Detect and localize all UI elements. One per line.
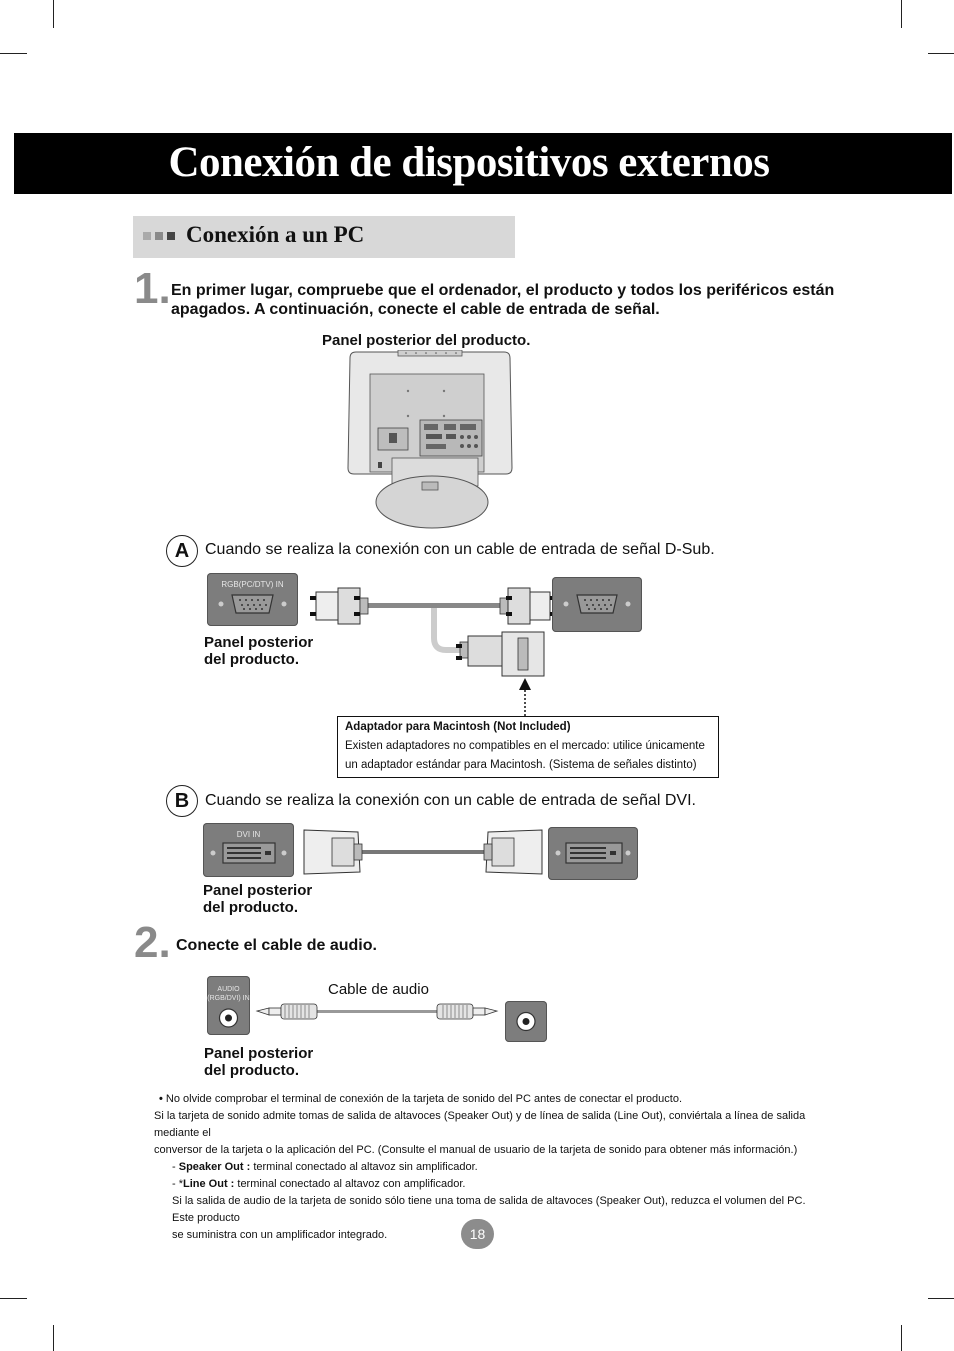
footnote-prefix: - (172, 1161, 179, 1173)
dvi-port-icon (555, 842, 631, 864)
audio-cable-label: Cable de audio (328, 981, 429, 998)
panel-caption-line: Panel posterior (204, 1045, 314, 1062)
panel-caption-line: del producto. (204, 651, 299, 668)
square-bullet-icon (143, 232, 151, 240)
crop-mark (53, 1325, 54, 1351)
mac-adapter-title: Adaptador para Macintosh (Not Included) (345, 721, 571, 733)
dvi-cable-illustration (303, 829, 543, 875)
section-title: Conexión a un PC (186, 222, 365, 247)
crop-mark (0, 1298, 27, 1299)
panel-caption-line: Panel posterior (204, 634, 314, 651)
footnote-prefix: - * (172, 1178, 183, 1190)
mac-adapter-line: un adaptador estándar para Macintosh. (S… (345, 759, 697, 771)
dsub-port-icon (563, 594, 631, 614)
dsub-port-icon (218, 594, 287, 614)
pc-dvi-port-panel (548, 827, 638, 880)
title-bar (14, 133, 952, 194)
footnote-bullet-text: No olvide comprobar el terminal de conex… (165, 1093, 683, 1105)
crop-mark (0, 53, 27, 54)
footnote-term: Line Out : (183, 1178, 235, 1190)
audio-port-label-line: (RGB/DVI) IN (207, 995, 250, 1002)
monitor-rear-illustration (347, 350, 513, 529)
footnote-line: conversor de la tarjeta o la aplicación … (154, 1144, 798, 1156)
crop-mark (901, 0, 902, 28)
step-number: 2. (134, 918, 171, 967)
audio-port-label-line: AUDIO (217, 986, 240, 993)
panel-caption: Panel posterior del producto. (204, 1045, 313, 1079)
panel-caption: Panel posterior del producto. (203, 882, 312, 916)
square-bullet-icon (167, 232, 175, 240)
section-header-bar (133, 216, 515, 258)
panel-caption-line: del producto. (203, 899, 298, 916)
dvi-port-icon (210, 842, 287, 864)
footnote-line-out: - *Line Out : terminal conectado al alta… (172, 1176, 814, 1193)
step-text: Conecte el cable de audio. (176, 937, 377, 954)
footnote-bullet: • No olvide comprobar el terminal de con… (159, 1091, 814, 1108)
option-a-badge: A (166, 535, 198, 567)
panel-caption: Panel posterior del producto. (204, 634, 313, 668)
audio-port-panel: AUDIO (RGB/DVI) IN (207, 976, 250, 1035)
crop-mark (928, 53, 954, 54)
audio-jack-icon (516, 1011, 536, 1032)
footnote-desc: terminal conectado al altavoz sin amplif… (250, 1161, 478, 1173)
page-title: Conexión de dispositivos externos (168, 139, 770, 186)
dvi-port-panel: DVI IN (203, 823, 294, 877)
panel-caption-line: Panel posterior (203, 882, 313, 899)
footnote-desc: terminal conectado al altavoz con amplif… (234, 1178, 466, 1190)
mac-adapter-note: Adaptador para Macintosh (Not Included) … (337, 716, 719, 778)
footnote-line: Si la tarjeta de sonido admite tomas de … (154, 1110, 806, 1139)
dvi-port-label: DVI IN (236, 830, 261, 839)
crop-mark (53, 0, 54, 28)
footnotes: • No olvide comprobar el terminal de con… (154, 1091, 814, 1244)
footnote-line: Si la salida de audio de la tarjeta de s… (172, 1195, 806, 1224)
footnote-term: Speaker Out : (178, 1161, 251, 1173)
step-text-line: apagados. A continuación, conecte el cab… (171, 301, 660, 318)
mac-adapter-line: Existen adaptadores no compatibles en el… (345, 740, 705, 752)
option-b-text: Cuando se realiza la conexión con un cab… (205, 792, 696, 809)
step-number: 1. (134, 264, 171, 313)
footnote-speaker-out: - Speaker Out : terminal conectado al al… (172, 1159, 814, 1176)
dsub-port-panel: RGB(PC/DTV) IN (207, 573, 298, 626)
panel-caption-line: del producto. (204, 1062, 299, 1079)
step-text-line: En primer lugar, compruebe que el ordena… (171, 282, 835, 299)
dsub-cable-illustration (310, 587, 556, 716)
footnote-line: se suministra con un amplificador integr… (172, 1229, 388, 1241)
audio-port-label: AUDIO (RGB/DVI) IN (207, 985, 250, 1003)
square-bullet-icon (155, 232, 163, 240)
option-a-text: Cuando se realiza la conexión con un cab… (205, 541, 715, 558)
pc-dsub-port-panel (552, 577, 642, 632)
dsub-port-label: RGB(PC/DTV) IN (221, 580, 284, 589)
pc-audio-port-panel (505, 1001, 547, 1042)
audio-cable-illustration (255, 1003, 499, 1020)
bullet-icon: • (159, 1093, 166, 1105)
step-text: En primer lugar, compruebe que el ordena… (171, 281, 871, 319)
rear-panel-caption: Panel posterior del producto. (322, 332, 531, 349)
crop-mark (901, 1325, 902, 1351)
option-b-badge: B (166, 785, 198, 817)
page-number: 18 (461, 1219, 494, 1249)
audio-jack-icon (218, 1008, 239, 1028)
crop-mark (928, 1298, 954, 1299)
